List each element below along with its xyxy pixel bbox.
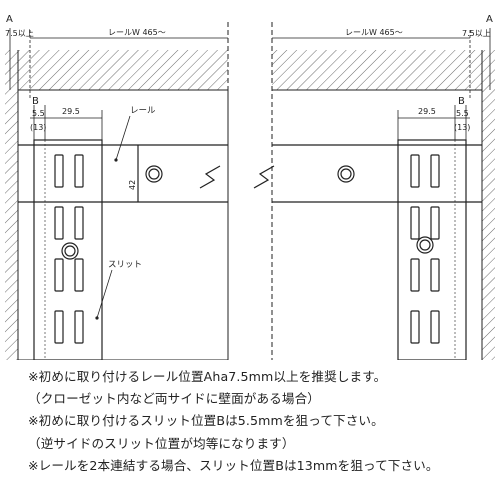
- dim-13-left: (13): [30, 123, 46, 132]
- screw-icon-rail-left: [145, 165, 163, 183]
- dim-b-left: 5.5: [32, 109, 45, 118]
- rail-width-left: レールW 465～: [108, 28, 166, 37]
- note-item: ※初めに取り付けるスリット位置Bは5.5mmを狙って下さい。: [28, 413, 384, 429]
- dimension-rail-width: [9, 28, 491, 100]
- rail-height-label: 42: [128, 180, 137, 190]
- dim-b-right: 5.5: [456, 109, 469, 118]
- dim-a-right: 7.5以上: [462, 29, 491, 38]
- rail-left: [18, 144, 228, 203]
- wall-board-left: [17, 89, 229, 360]
- shelf-rail-diagram: A A 7.5以上 7.5以上 レールW 465～ レールW 465～ B B …: [5, 14, 495, 360]
- dim-a-left: 7.5以上: [5, 29, 34, 38]
- ceiling-wall-right: [272, 50, 482, 91]
- label-b-left: B: [32, 96, 39, 107]
- rail-callout-dot: [114, 158, 118, 162]
- slits-left: [54, 154, 84, 344]
- dim-295-left: 29.5: [62, 107, 80, 116]
- note-item: ※レールを2本連結する場合、スリット位置Bは13mmを狙って下さい。: [28, 457, 439, 473]
- label-a-right: A: [486, 14, 493, 25]
- rail-width-right: レールW 465～: [345, 28, 403, 37]
- note-item: （クローゼット内など両サイドに壁面がある場合）: [28, 391, 320, 407]
- rail-break-mark: [199, 165, 275, 189]
- slits-right: [410, 154, 440, 344]
- notes-list: ※初めに取り付けるレール位置Aha7.5mm以上を推奨します。 （クローゼット内…: [28, 366, 488, 477]
- side-wall-right: [481, 50, 495, 360]
- note-item: ※初めに取り付けるレール位置Aha7.5mm以上を推奨します。: [28, 369, 387, 384]
- screw-icon-rail-right: [337, 165, 355, 183]
- slit-callout-leader: [96, 269, 113, 319]
- label-a-left: A: [6, 14, 13, 25]
- slit-callout-label: スリット: [108, 260, 142, 270]
- dim-13-right: (13): [454, 123, 470, 132]
- screw-icon-upright-left: [61, 242, 79, 260]
- rail-callout-leader: [115, 115, 131, 161]
- label-b-right: B: [458, 96, 465, 107]
- rail-callout-label: レール: [130, 106, 156, 116]
- screw-icon-upright-right: [416, 236, 434, 254]
- rail-right: [272, 144, 482, 203]
- ceiling-wall-left: [18, 50, 228, 91]
- dim-295-right: 29.5: [418, 107, 436, 116]
- note-item: （逆サイドのスリット位置が均等になります）: [28, 435, 295, 451]
- side-wall-left: [5, 50, 19, 360]
- dimension-slit-position: [30, 105, 470, 140]
- slit-callout-dot: [95, 316, 99, 320]
